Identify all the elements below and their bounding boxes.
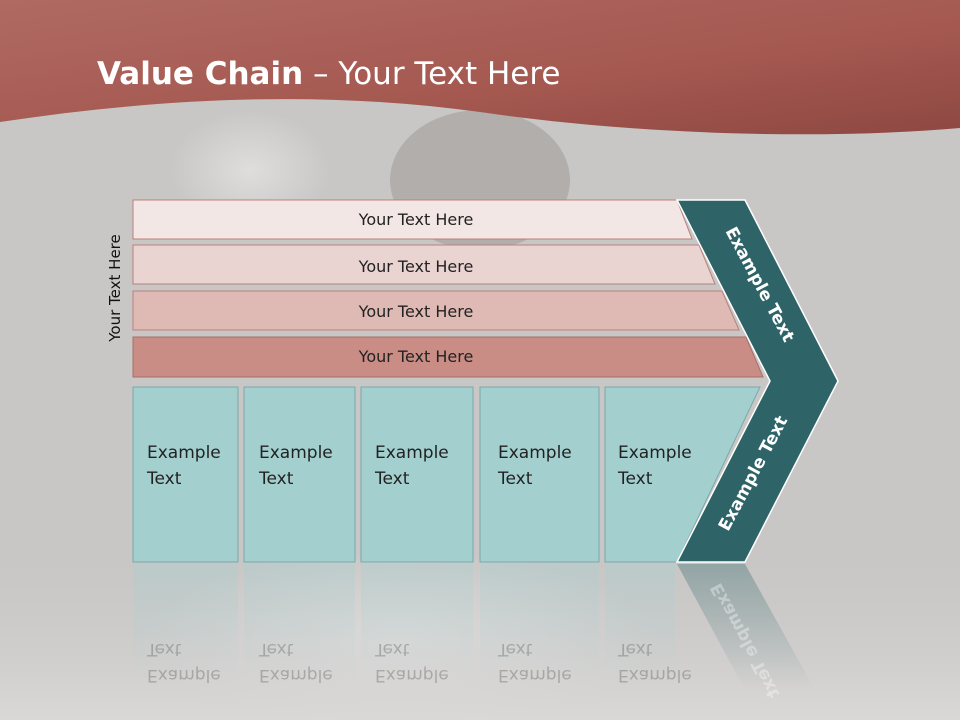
- primary-cell: [479, 386, 600, 563]
- cell-text-reflection: Example Text: [259, 636, 333, 688]
- cell-line: Text: [618, 639, 653, 659]
- support-row-label: Your Text Here: [358, 210, 474, 229]
- support-row-label: Your Text Here: [358, 302, 474, 321]
- cell-text-reflection: Example Text: [147, 636, 221, 688]
- support-row-label: Your Text Here: [358, 257, 474, 276]
- primary-cell-text: Example Text: [618, 440, 692, 492]
- support-row: Your Text Here: [132, 290, 740, 331]
- cell-line: Example: [259, 443, 333, 463]
- cell-line: Text: [375, 639, 410, 659]
- cell-line: Example: [618, 665, 692, 685]
- cell-line: Text: [375, 469, 410, 489]
- cell-line: Text: [259, 469, 294, 489]
- cell-line: Example: [498, 443, 572, 463]
- support-row-label: Your Text Here: [358, 347, 474, 366]
- cell-line: Text: [147, 469, 182, 489]
- header-band: [0, 0, 960, 135]
- cell-line: Text: [498, 639, 533, 659]
- cell-text-reflection: Example Text: [618, 636, 692, 688]
- support-row: Your Text Here: [132, 199, 693, 240]
- cell-line: Example: [147, 665, 221, 685]
- slide-title: Value Chain – Your Text Here: [97, 56, 560, 92]
- support-row: Your Text Here: [132, 336, 764, 378]
- cell-line: Example: [147, 443, 221, 463]
- title-bold: Value Chain: [97, 56, 304, 92]
- cell-line: Text: [618, 469, 653, 489]
- primary-cell-text: Example Text: [147, 440, 221, 492]
- cell-text-reflection: Example Text: [375, 636, 449, 688]
- cell-line: Text: [259, 639, 294, 659]
- cell-text-reflection: Example Text: [498, 636, 572, 688]
- support-row: Your Text Here: [132, 244, 716, 285]
- cell-line: Example: [259, 665, 333, 685]
- cell-line: Text: [498, 469, 533, 489]
- primary-cell-text: Example Text: [498, 440, 572, 492]
- cell-line: Text: [147, 639, 182, 659]
- primary-cell: [360, 386, 474, 563]
- cell-line: Example: [375, 443, 449, 463]
- cell-line: Example: [498, 665, 572, 685]
- cell-line: Example: [618, 443, 692, 463]
- margin-chevron: [675, 199, 839, 563]
- reflection: [133, 564, 815, 690]
- cell-line: Example: [375, 665, 449, 685]
- primary-cell: [243, 386, 356, 563]
- primary-cell-text: Example Text: [259, 440, 333, 492]
- primary-cell-text: Example Text: [375, 440, 449, 492]
- title-rest: – Your Text Here: [303, 56, 561, 92]
- primary-cell: [132, 386, 239, 563]
